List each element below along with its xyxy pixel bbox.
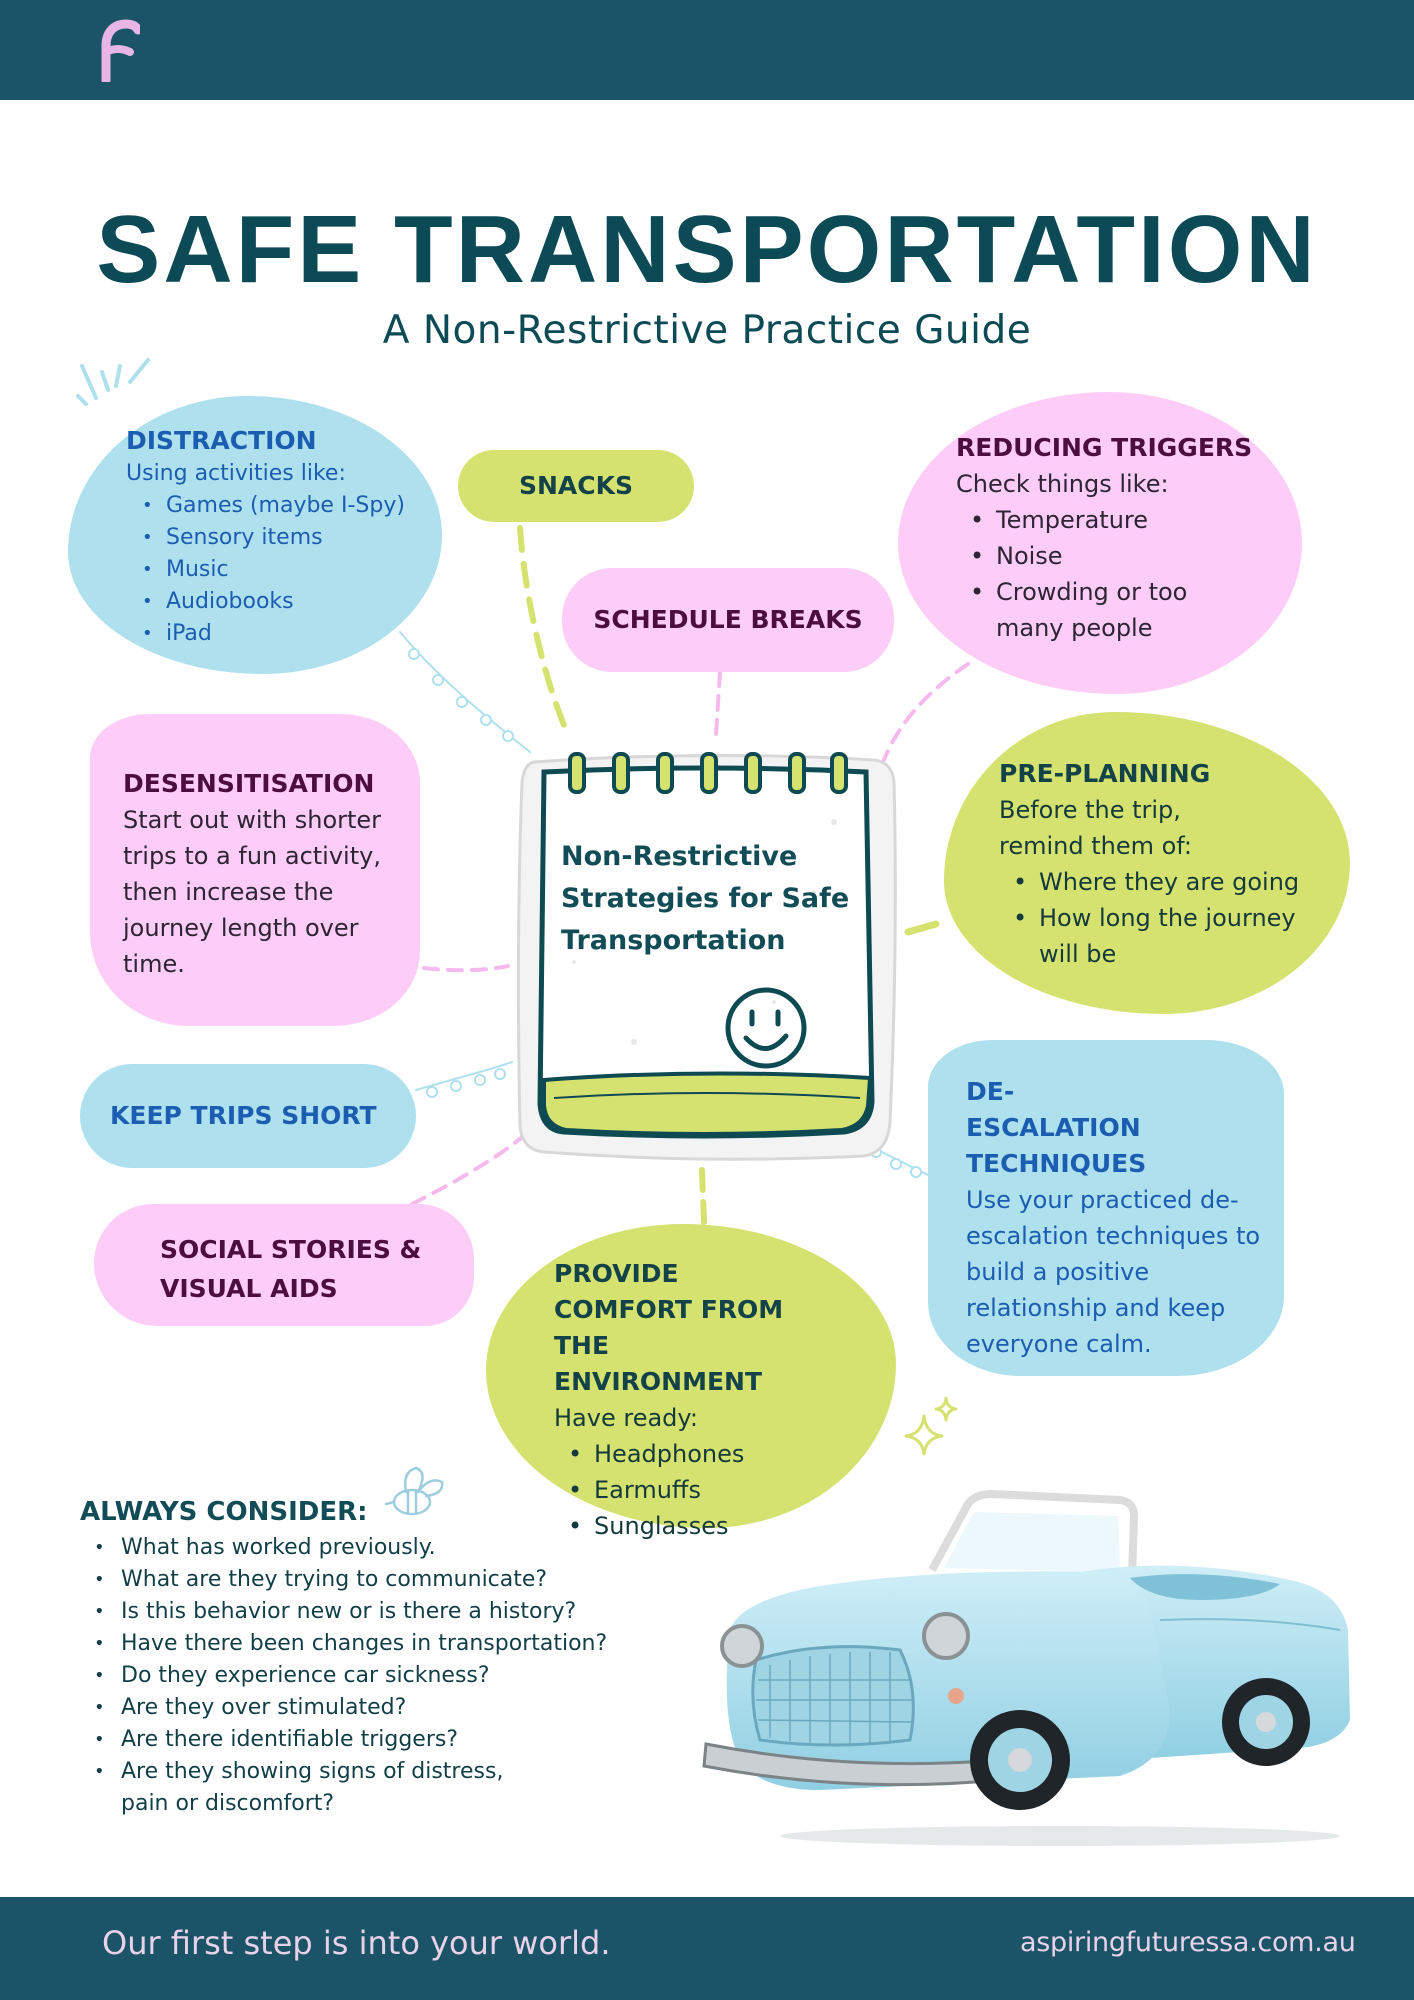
bee-icon — [384, 1466, 444, 1516]
footer-tagline: Our first step is into your world. — [102, 1924, 611, 1962]
social-stories-card: SOCIAL STORIES & VISUAL AIDS — [94, 1204, 474, 1326]
list-item: What are they trying to communicate? — [92, 1564, 702, 1596]
smiley-icon — [725, 987, 807, 1069]
header-bar — [0, 0, 1414, 100]
list-item: Temperature — [956, 502, 1196, 538]
footer-bar — [0, 1897, 1414, 2000]
sparkle-icon — [904, 1396, 958, 1456]
schedule-breaks-heading: SCHEDULE BREAKS — [593, 605, 863, 634]
list-item: What has worked previously. — [92, 1532, 702, 1564]
desensitisation-heading: DESENSITISATION — [123, 769, 375, 798]
snacks-heading: SNACKS — [518, 471, 633, 500]
desensitisation-body: Start out with shorter trips to a fun ac… — [123, 806, 382, 978]
desensitisation-card: DESENSITISATION Start out with shorter t… — [90, 714, 420, 1026]
reducing-triggers-card: REDUCING TRIGGERS Check things like: Tem… — [898, 392, 1302, 694]
list-item: Do they experience car sickness? — [92, 1660, 702, 1692]
provide-comfort-intro: Have ready: — [554, 1404, 698, 1432]
list-item: How long the journey will be — [999, 900, 1319, 972]
list-item: Games (maybe I-Spy) — [126, 490, 442, 522]
list-item: Are there identifiable triggers? — [92, 1724, 702, 1756]
list-item: iPad — [126, 618, 442, 650]
list-item: Crowding or too many people — [956, 574, 1196, 646]
reducing-triggers-intro: Check things like: — [956, 470, 1169, 498]
distraction-list: Games (maybe I-Spy) Sensory items Music … — [126, 490, 442, 650]
page-subtitle: A Non-Restrictive Practice Guide — [382, 308, 1032, 353]
pre-planning-list: Where they are going How long the journe… — [999, 864, 1319, 972]
car-image — [702, 1489, 1350, 1846]
distraction-card: DISTRACTION Using activities like: Games… — [68, 396, 442, 674]
list-item: Headphones — [554, 1436, 896, 1472]
pre-planning-intro: Before the trip, remind them of: — [999, 796, 1192, 860]
social-stories-heading: SOCIAL STORIES & VISUAL AIDS — [160, 1235, 422, 1303]
pre-planning-card: PRE-PLANNING Before the trip, remind the… — [944, 712, 1350, 1014]
de-escalation-heading: DE-ESCALATION TECHNIQUES — [966, 1077, 1147, 1178]
de-escalation-card: DE-ESCALATION TECHNIQUES Use your practi… — [928, 1040, 1284, 1376]
list-item: Have there been changes in transportatio… — [92, 1628, 702, 1660]
list-item: Is this behavior new or is there a histo… — [92, 1596, 702, 1628]
accent-lines-icon — [76, 358, 150, 406]
notepad-icon — [516, 752, 897, 1161]
keep-trips-short-heading: KEEP TRIPS SHORT — [110, 1101, 377, 1130]
list-item: Noise — [956, 538, 1196, 574]
list-item: Audiobooks — [126, 586, 442, 618]
list-item: Are they showing signs of distress, pain… — [92, 1756, 522, 1820]
reducing-triggers-heading: REDUCING TRIGGERS — [956, 433, 1253, 462]
list-item: Where they are going — [999, 864, 1319, 900]
distraction-intro: Using activities like: — [126, 461, 346, 486]
de-escalation-body: Use your practiced de-escalation techniq… — [966, 1186, 1261, 1358]
center-title: Non-Restrictive Strategies for Safe Tran… — [561, 841, 850, 956]
provide-comfort-heading: PROVIDE COMFORT FROM THE ENVIRONMENT — [554, 1259, 784, 1396]
schedule-breaks-card: SCHEDULE BREAKS — [562, 568, 894, 672]
page-title: SAFE TRANSPORTATION — [96, 196, 1318, 303]
provide-comfort-list: Headphones Earmuffs Sunglasses — [554, 1436, 896, 1544]
list-item: Earmuffs — [554, 1472, 896, 1508]
footer-website-link[interactable]: aspiringfuturessa.com.au — [1020, 1927, 1356, 1958]
pre-planning-heading: PRE-PLANNING — [999, 759, 1211, 788]
list-item: Sensory items — [126, 522, 442, 554]
logo-icon — [101, 19, 140, 82]
keep-trips-short-card: KEEP TRIPS SHORT — [80, 1064, 416, 1168]
list-item: Music — [126, 554, 442, 586]
provide-comfort-card: PROVIDE COMFORT FROM THE ENVIRONMENT Hav… — [486, 1224, 896, 1544]
always-consider-list: What has worked previously. What are the… — [92, 1532, 702, 1820]
reducing-triggers-list: Temperature Noise Crowding or too many p… — [956, 502, 1196, 646]
always-consider-heading: ALWAYS CONSIDER: — [80, 1497, 368, 1527]
snacks-card: SNACKS — [458, 450, 694, 522]
distraction-heading: DISTRACTION — [126, 426, 317, 455]
list-item: Are they over stimulated? — [92, 1692, 702, 1724]
